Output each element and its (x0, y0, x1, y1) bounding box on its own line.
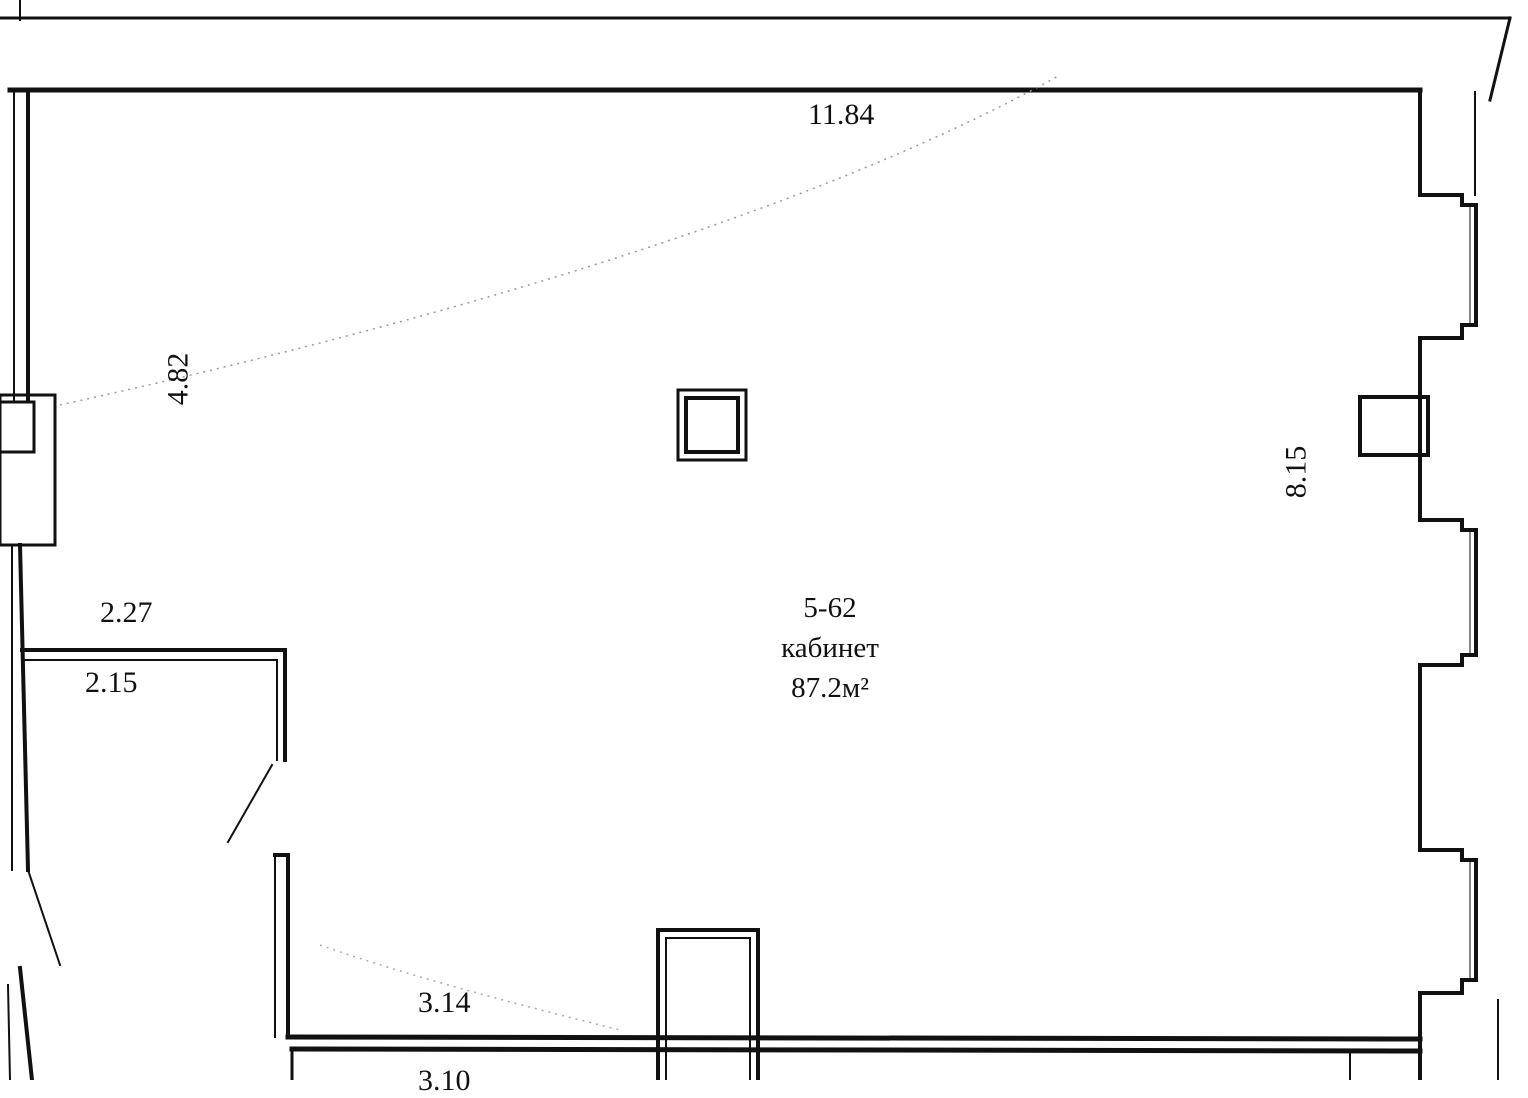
room-label: 5-62 кабинет 87.2м² (740, 588, 920, 708)
dimension-left-upper: 4.82 (161, 352, 195, 406)
dimension-right: 8.15 (1279, 445, 1313, 499)
door-swing (226, 763, 274, 844)
right-pilaster (1358, 395, 1430, 457)
dimension-partition-top: 2.27 (100, 596, 153, 629)
scan-noise-arc (59, 74, 1061, 406)
room-area: 87.2м² (791, 672, 869, 704)
left-pilaster (0, 393, 57, 547)
room-number: 5-62 (803, 592, 857, 624)
center-column (676, 388, 748, 462)
right-wall (1418, 88, 1478, 1080)
room-name: кабинет (781, 632, 879, 664)
dimension-bottom-upper: 3.14 (418, 986, 471, 1019)
left-partition (20, 648, 287, 762)
left-door-swing (26, 868, 62, 967)
lower-partition (273, 853, 290, 1039)
dimension-top: 11.84 (808, 98, 875, 131)
bottom-wall (285, 1034, 1423, 1042)
dimension-bottom-lower: 3.10 (418, 1064, 471, 1097)
dimension-partition-bottom: 2.15 (85, 666, 138, 699)
bottom-column (656, 928, 760, 1080)
